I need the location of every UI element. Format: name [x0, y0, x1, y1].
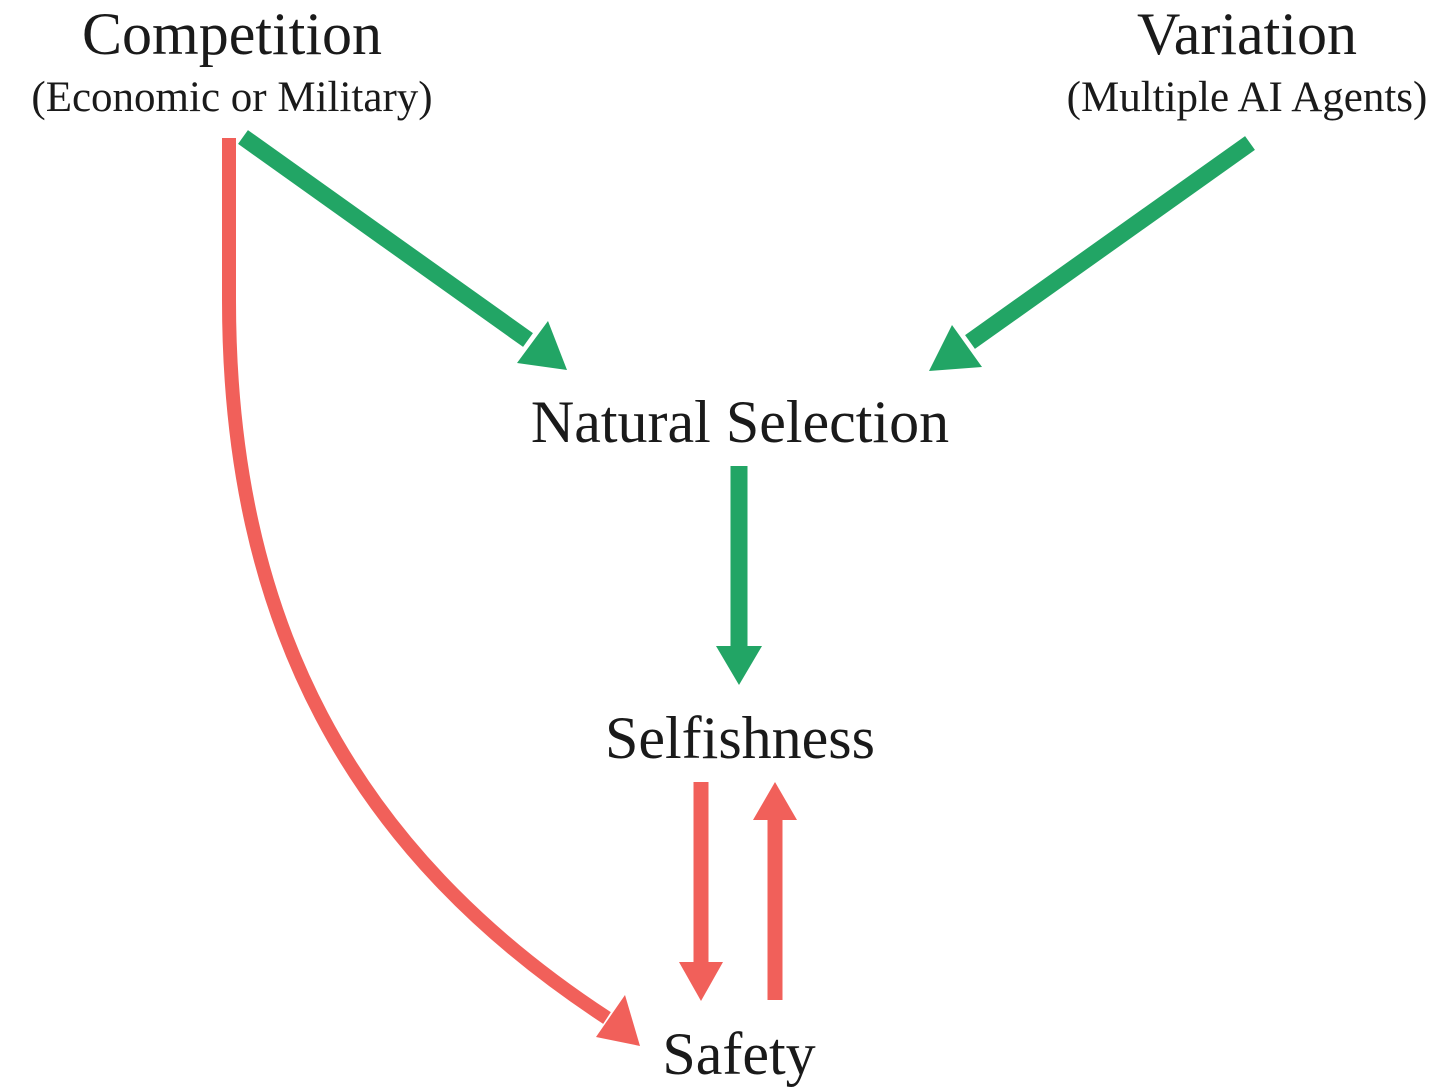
competition-title: Competition [82, 1, 382, 67]
variation-subtitle: (Multiple AI Agents) [1066, 74, 1428, 121]
natural-selection-node: Natural Selection [530, 389, 950, 455]
arrow-variation-to-natural-selection [929, 136, 1255, 371]
selfishness-node: Selfishness [605, 705, 875, 771]
competition-subtitle: (Economic or Military) [31, 74, 433, 121]
safety-node: Safety [662, 1021, 816, 1087]
arrow-safety-to-selfishness [753, 782, 797, 1000]
arrow-competition-to-natural-selection [238, 130, 567, 370]
variation-title: Variation [1137, 1, 1357, 67]
arrow-selfishness-to-safety [679, 782, 723, 1001]
arrow-competition-to-safety [222, 138, 640, 1046]
arrow-natural-selection-to-selfishness [716, 466, 762, 685]
